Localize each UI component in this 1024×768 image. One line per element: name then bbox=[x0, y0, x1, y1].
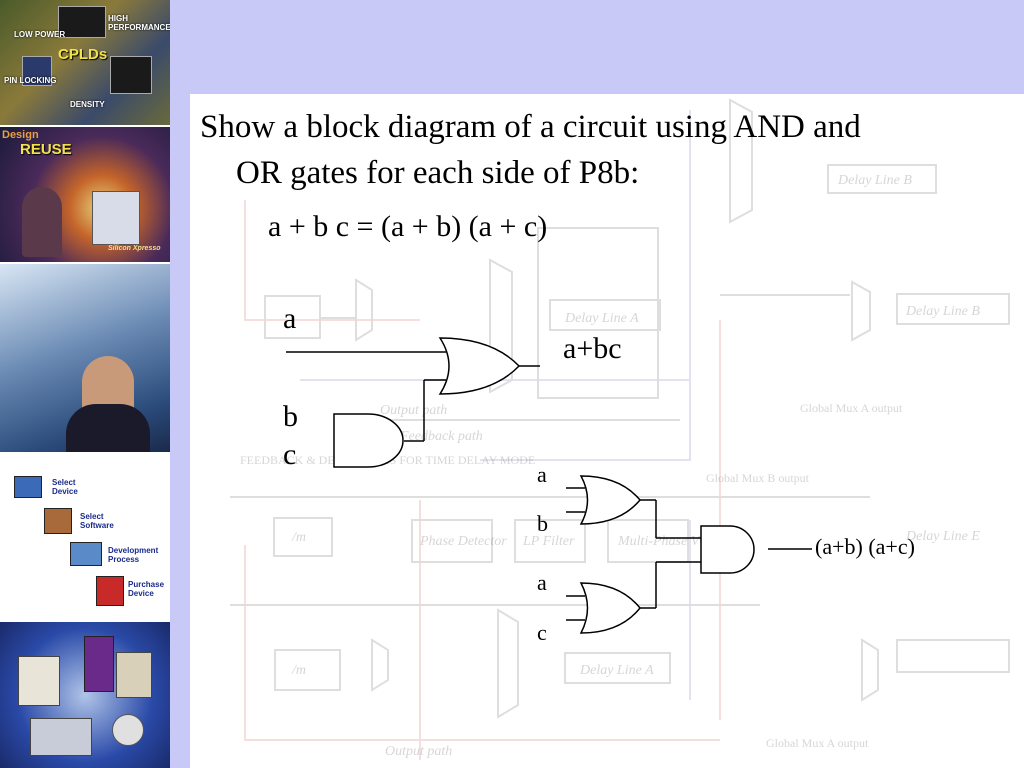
slide-left-band bbox=[170, 0, 190, 768]
and-gate-1 bbox=[333, 413, 404, 468]
purchase-icon bbox=[96, 576, 124, 606]
left-output-label: a+bc bbox=[563, 332, 622, 365]
software-products-image bbox=[0, 622, 170, 768]
left-input-b: b bbox=[283, 400, 298, 433]
bg-label: LP Filter bbox=[522, 534, 575, 549]
sidebar-image-strip: LOW POWER CPLDs PIN LOCKING DENSITY HIGH… bbox=[0, 0, 170, 768]
board-graphic bbox=[30, 718, 92, 756]
bg-label: Delay Line B bbox=[905, 304, 980, 319]
businesswoman-phone-image bbox=[0, 264, 170, 452]
bg-label: /m bbox=[291, 663, 306, 678]
chip-graphic bbox=[110, 56, 152, 94]
or-gate-3 bbox=[579, 582, 641, 634]
design-reuse-image: Design REUSE Silicon Xpresso bbox=[0, 127, 170, 262]
right-input-a1: a bbox=[537, 462, 547, 487]
bg-label: Output path bbox=[380, 403, 447, 418]
bg-label: Phase Detector bbox=[419, 534, 507, 549]
design-label: Design bbox=[2, 129, 39, 141]
step-development-process: Development Process bbox=[108, 546, 159, 564]
boolean-equation: a + b c = (a + b) (a + c) bbox=[268, 210, 548, 243]
chip-graphic bbox=[58, 6, 106, 38]
right-circuit bbox=[566, 475, 812, 634]
people-graphic bbox=[22, 187, 62, 257]
right-output-label: (a+b) (a+c) bbox=[815, 534, 915, 559]
product-box-graphic bbox=[116, 652, 152, 698]
software-box-icon bbox=[44, 508, 72, 534]
slide-title: Show a block diagram of a circuit using … bbox=[200, 104, 1010, 196]
cd-graphic bbox=[112, 714, 144, 746]
cpld-collage-image: LOW POWER CPLDs PIN LOCKING DENSITY HIGH… bbox=[0, 0, 170, 125]
bg-label: Global Mux B output bbox=[706, 471, 810, 485]
right-input-c: c bbox=[537, 620, 547, 645]
pin-locking-label: PIN LOCKING bbox=[4, 76, 57, 85]
or-gate-1 bbox=[438, 337, 521, 395]
slide-title-line2: OR gates for each side of P8b: bbox=[236, 155, 640, 191]
right-input-b: b bbox=[537, 511, 548, 536]
cursor-box-icon bbox=[14, 476, 42, 498]
monitor-graphic bbox=[92, 191, 140, 245]
high-performance-label: HIGH PERFORMANCE bbox=[108, 14, 170, 32]
step-select-software: Select Software bbox=[80, 512, 114, 530]
bg-label: Global Mux A output bbox=[766, 736, 869, 750]
bg-label: Delay Line A bbox=[579, 663, 654, 678]
or-gate-2 bbox=[579, 475, 641, 525]
and-gate-2 bbox=[700, 525, 755, 574]
bg-label: Delay Line A bbox=[564, 311, 639, 326]
bg-label: Output path bbox=[385, 744, 452, 759]
cplds-label: CPLDs bbox=[58, 46, 108, 63]
product-box-graphic bbox=[84, 636, 114, 692]
development-icon bbox=[70, 542, 102, 566]
bg-label: /m bbox=[291, 530, 306, 545]
step-select-device: Select Device bbox=[52, 478, 78, 496]
step-purchase-device: Purchase Device bbox=[128, 580, 165, 598]
left-input-a: a bbox=[283, 302, 297, 335]
suit-graphic bbox=[66, 404, 150, 452]
chip-graphic bbox=[22, 56, 52, 86]
left-circuit bbox=[286, 337, 540, 468]
purchase-process-image: Select Device Select Software Developmen… bbox=[0, 462, 170, 612]
silicon-xpresso-label: Silicon Xpresso bbox=[108, 245, 161, 252]
bg-label: Delay Line E bbox=[905, 529, 980, 544]
density-label: DENSITY bbox=[70, 100, 105, 109]
low-power-label: LOW POWER bbox=[14, 30, 66, 39]
bg-label: Global Mux A output bbox=[800, 401, 903, 415]
bg-label: Delay Line B bbox=[837, 173, 912, 188]
left-input-c: c bbox=[283, 438, 297, 471]
slide-content-area bbox=[190, 94, 1024, 768]
product-box-graphic bbox=[18, 656, 60, 706]
reuse-label: REUSE bbox=[20, 141, 72, 158]
right-input-a2: a bbox=[537, 570, 547, 595]
slide-title-line1: Show a block diagram of a circuit using … bbox=[200, 109, 861, 145]
